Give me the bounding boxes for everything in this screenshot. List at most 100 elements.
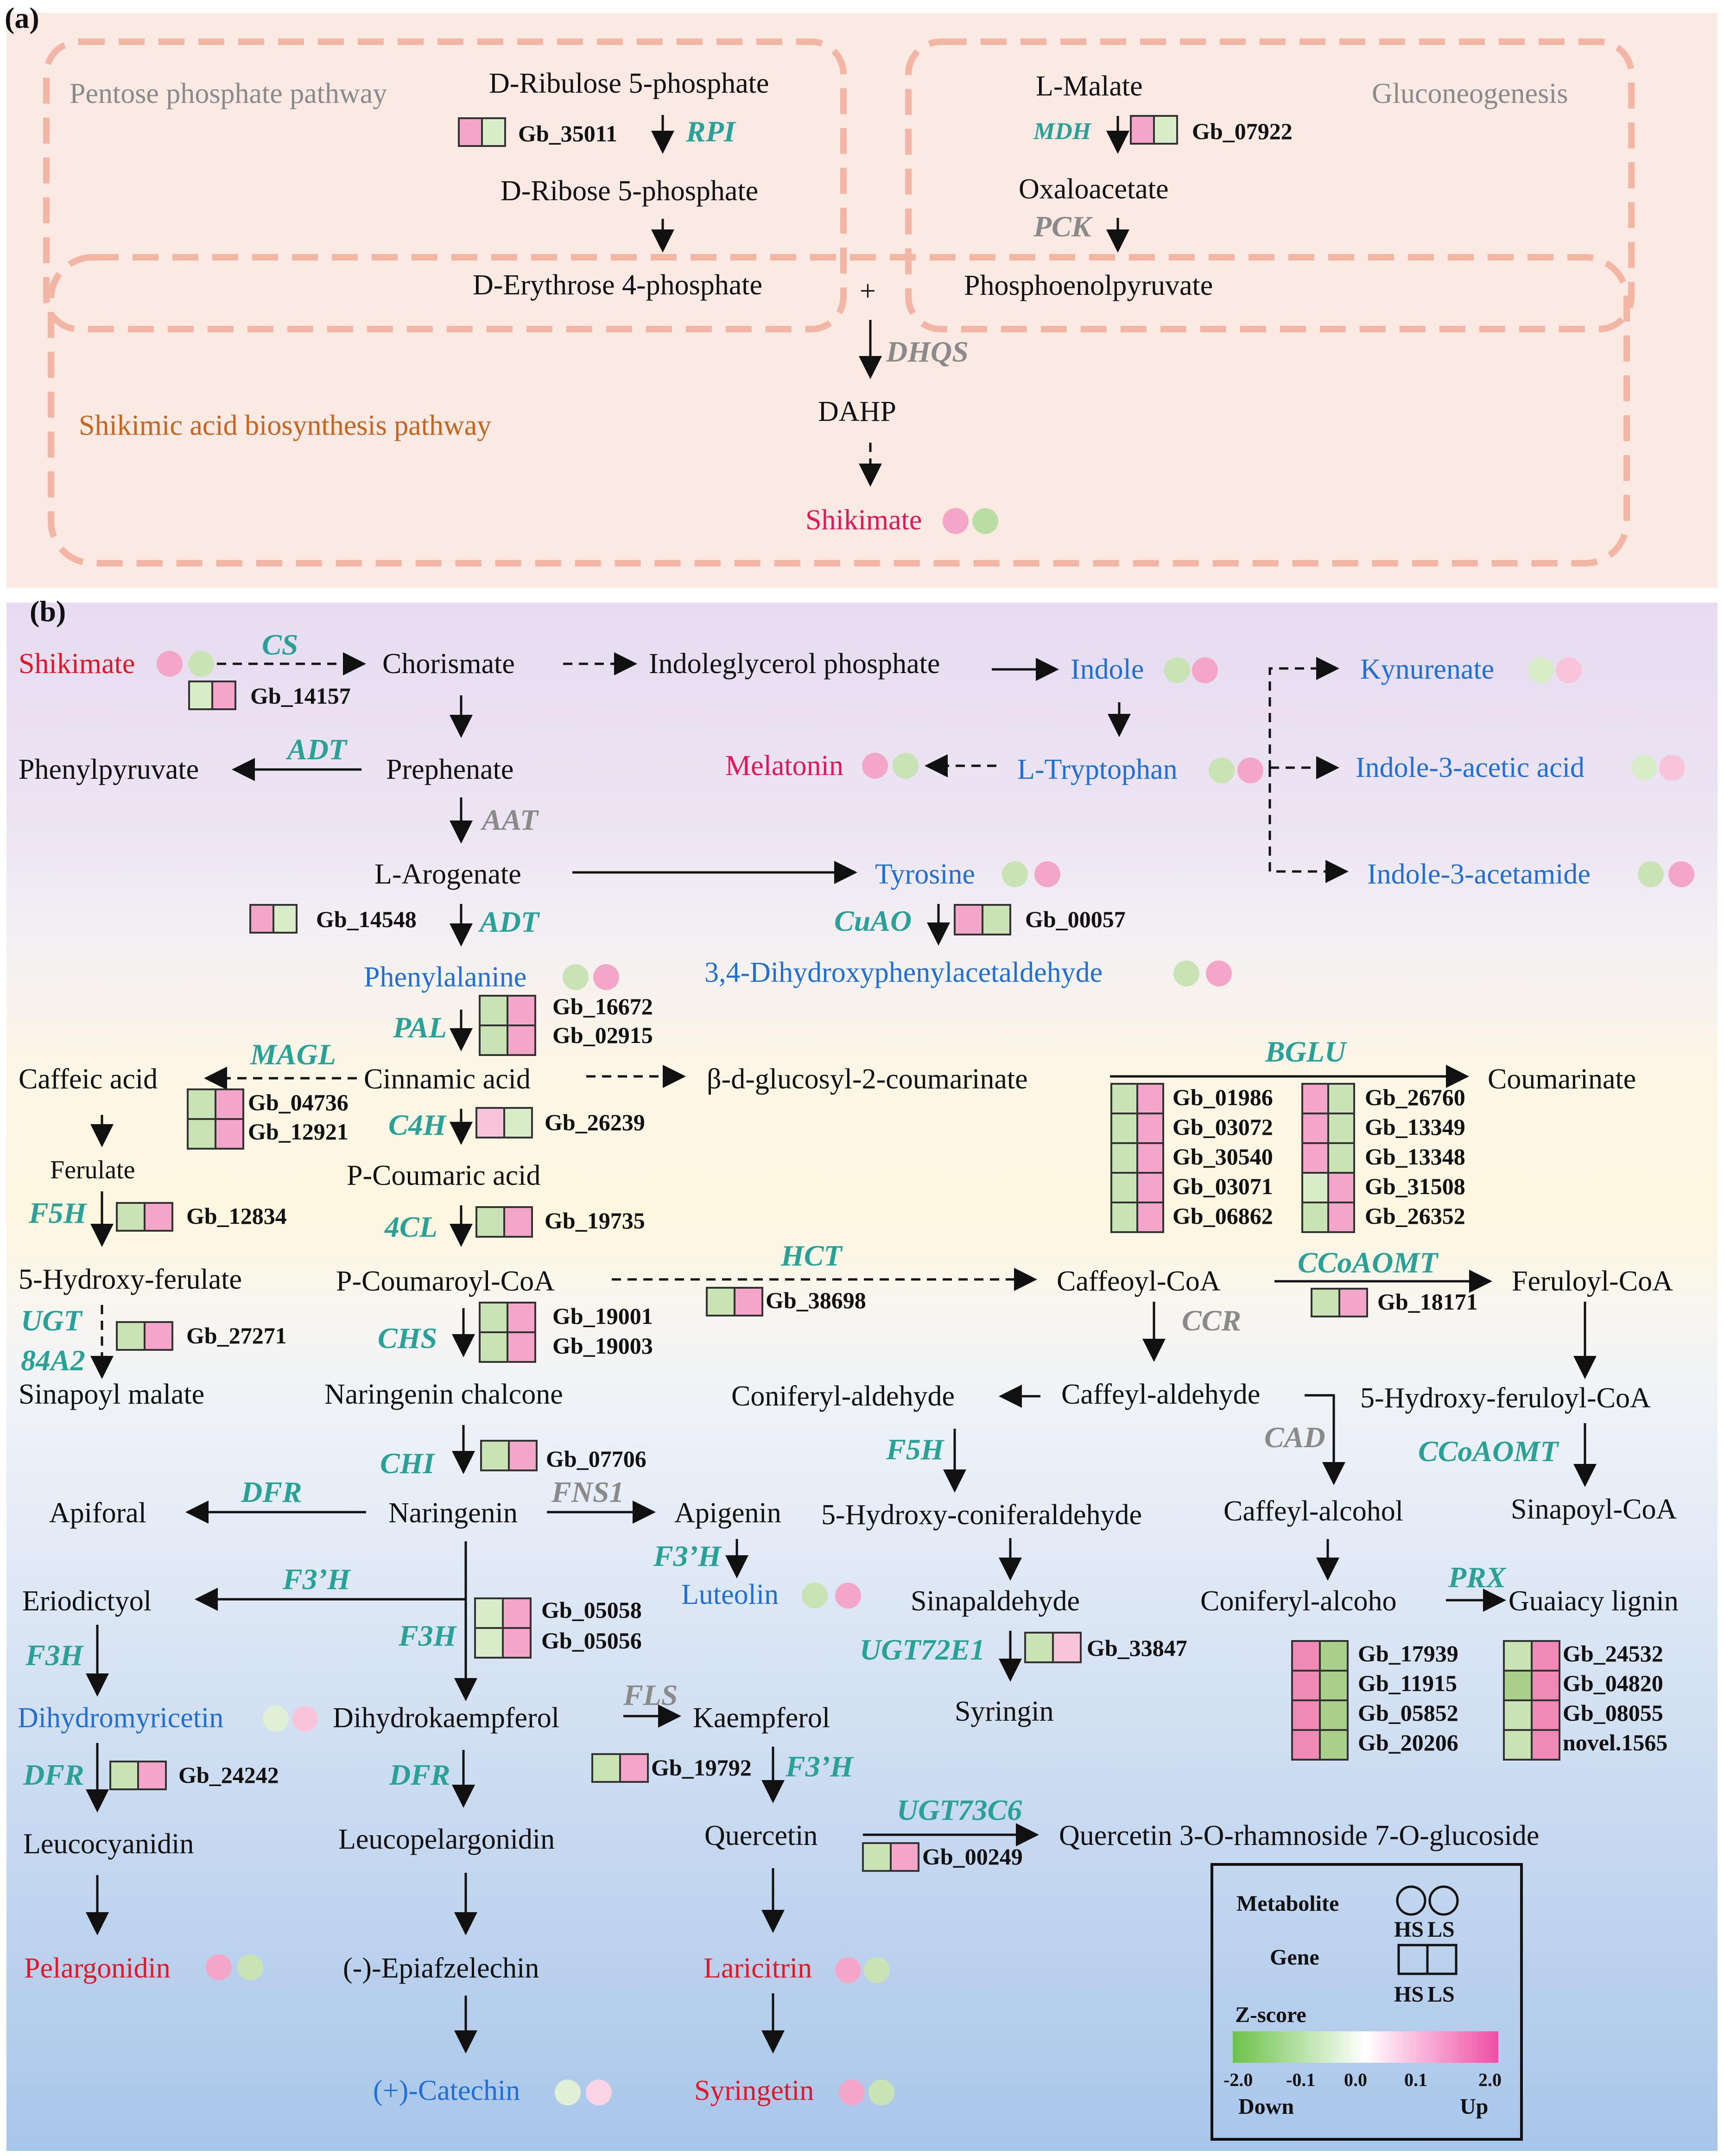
gene-18171-label: Gb_18171 bbox=[1377, 1289, 1478, 1315]
enzyme-aat: AAT bbox=[480, 803, 539, 836]
gene-11915-label: Gb_11915 bbox=[1358, 1670, 1457, 1696]
b-syr-hs bbox=[839, 2080, 865, 2105]
b-dhk: Dihydrokaempferol bbox=[333, 1702, 559, 1734]
arrow-trp-iam bbox=[1268, 768, 1349, 883]
gene-31508-label: Gb_31508 bbox=[1365, 1173, 1465, 1199]
legend-frame bbox=[1211, 1863, 1523, 2141]
b-dopal: 3,4-Dihydroxyphenylacetaldehyde bbox=[704, 957, 1103, 988]
a-e4p: D-Erythrose 4-phosphate bbox=[473, 269, 762, 301]
enzyme-cuao: CuAO bbox=[834, 904, 912, 937]
gene-04736-label: Gb_04736 bbox=[248, 1089, 349, 1115]
b-phe-ls bbox=[593, 964, 619, 990]
b-phenylpyruvate: Phenylpyruvate bbox=[19, 754, 199, 785]
legend-circle-hs bbox=[1396, 1885, 1426, 1916]
panel-a-label: (a) bbox=[5, 1, 39, 34]
b-pelargonidin: Pelargonidin bbox=[24, 1952, 171, 1984]
b-indole-ls bbox=[1192, 657, 1218, 683]
enzyme-84a2: 84A2 bbox=[21, 1344, 85, 1377]
enzyme-f3h-p3: F3’H bbox=[785, 1750, 854, 1783]
gene-box-35011 bbox=[458, 117, 506, 147]
b-caffeic: Caffeic acid bbox=[19, 1063, 158, 1095]
gene-box-00057 bbox=[954, 904, 1011, 935]
b-kaempferol: Kaempferol bbox=[693, 1702, 830, 1734]
b-laricitrin: Laricitrin bbox=[704, 1952, 812, 1984]
gene-box-26239 bbox=[475, 1107, 533, 1138]
gene-box-lignin-2 bbox=[1503, 1640, 1560, 1761]
b-lar-hs bbox=[835, 1957, 861, 1983]
b-dhm-hs bbox=[263, 1706, 289, 1732]
enzyme-chi: CHI bbox=[380, 1447, 435, 1480]
gene-26239-label: Gb_26239 bbox=[545, 1109, 645, 1135]
b-naringenin: Naringenin bbox=[388, 1497, 518, 1529]
gene-04820-label: Gb_04820 bbox=[1563, 1670, 1663, 1696]
gene-33847-label: Gb_33847 bbox=[1087, 1635, 1187, 1661]
gene-14157-label: Gb_14157 bbox=[250, 683, 351, 709]
enzyme-f3h-p2: F3’H bbox=[653, 1539, 722, 1572]
b-tyr-hs bbox=[1002, 861, 1028, 887]
gene-19792-label: Gb_19792 bbox=[651, 1755, 752, 1781]
b-cat-hs bbox=[555, 2080, 581, 2105]
b-indole-hs bbox=[1164, 657, 1190, 683]
b-iam-ls bbox=[1668, 861, 1694, 887]
gene-01986-label: Gb_01986 bbox=[1173, 1084, 1273, 1110]
enzyme-adt2: ADT bbox=[478, 905, 540, 938]
b-guaiacy: Guaiacy lignin bbox=[1508, 1585, 1679, 1617]
enzyme-hct: HCT bbox=[780, 1239, 843, 1272]
gene-24532-label: Gb_24532 bbox=[1563, 1641, 1663, 1666]
a-oaa: Oxaloacetate bbox=[1019, 173, 1169, 205]
gene-box-33847 bbox=[1024, 1632, 1082, 1663]
enzyme-dhqs: DHQS bbox=[886, 335, 969, 368]
gene-03072-label: Gb_03072 bbox=[1173, 1114, 1273, 1140]
enzyme-dfr2: DFR bbox=[23, 1758, 84, 1791]
gene-box-pal bbox=[479, 995, 536, 1056]
gene-35011-label: Gb_35011 bbox=[518, 121, 617, 146]
gene-13348-label: Gb_13348 bbox=[1365, 1144, 1465, 1170]
gene-box-18171 bbox=[1311, 1288, 1368, 1317]
novel-1565-label: novel.1565 bbox=[1563, 1730, 1667, 1755]
b-dopal-hs bbox=[1173, 960, 1199, 986]
gluco-label: Gluconeogenesis bbox=[1372, 78, 1568, 109]
enzyme-prx: PRX bbox=[1448, 1561, 1507, 1594]
b-narchalcone: Naringenin chalcone bbox=[324, 1379, 563, 1410]
b-kynurenate: Kynurenate bbox=[1360, 654, 1494, 685]
ppp-region bbox=[43, 38, 847, 332]
gene-24242-label: Gb_24242 bbox=[178, 1762, 279, 1788]
b-feruloyl: Feruloyl-CoA bbox=[1512, 1266, 1673, 1297]
b-pcoumaroyl: P-Coumaroyl-CoA bbox=[336, 1266, 555, 1297]
b-quercetin: Quercetin bbox=[704, 1820, 818, 1851]
b-kyn-ls bbox=[1556, 657, 1582, 683]
b-pcoumaric: P-Coumaric acid bbox=[347, 1160, 540, 1191]
gluco-region bbox=[905, 38, 1635, 332]
gene-05852-label: Gb_05852 bbox=[1358, 1700, 1458, 1726]
gene-box-38698 bbox=[706, 1287, 763, 1316]
shik-label: Shikimic acid biosynthesis pathway bbox=[79, 410, 491, 441]
b-lut-hs bbox=[802, 1583, 828, 1609]
gene-box-magl bbox=[187, 1088, 244, 1150]
gene-box-07706 bbox=[480, 1440, 538, 1471]
enzyme-bglu: BGLU bbox=[1265, 1035, 1347, 1068]
gene-19003-label: Gb_19003 bbox=[552, 1333, 653, 1359]
b-lut-ls bbox=[835, 1583, 861, 1609]
gene-03071-label: Gb_03071 bbox=[1173, 1173, 1273, 1199]
a-shik-ls-dot bbox=[972, 508, 998, 534]
b-iaa: Indole-3-acetic acid bbox=[1356, 752, 1585, 783]
enzyme-adt1: ADT bbox=[285, 733, 348, 766]
enzyme-mdh: MDH bbox=[1033, 118, 1092, 145]
b-cafald: Caffeyl-aldehyde bbox=[1061, 1379, 1260, 1410]
enzyme-fns1: FNS1 bbox=[551, 1475, 624, 1508]
b-melatonin: Melatonin bbox=[725, 750, 843, 782]
b-tyrosine: Tyrosine bbox=[875, 859, 975, 890]
legend-hs-1: HS bbox=[1394, 1917, 1424, 1942]
b-iam: Indole-3-acetamide bbox=[1367, 859, 1591, 890]
gene-box-24242 bbox=[109, 1761, 167, 1790]
gene-30540-label: Gb_30540 bbox=[1173, 1144, 1273, 1170]
shikimic-region bbox=[48, 254, 1630, 566]
gene-box-lignin-1 bbox=[1291, 1640, 1349, 1761]
gene-26760-label: Gb_26760 bbox=[1365, 1084, 1465, 1110]
gene-12921-label: Gb_12921 bbox=[248, 1119, 349, 1145]
a-shikimate: Shikimate bbox=[805, 504, 922, 536]
b-mel-hs bbox=[862, 753, 888, 779]
gene-06862-label: Gb_06862 bbox=[1173, 1203, 1273, 1229]
b-iam-hs bbox=[1638, 861, 1664, 887]
